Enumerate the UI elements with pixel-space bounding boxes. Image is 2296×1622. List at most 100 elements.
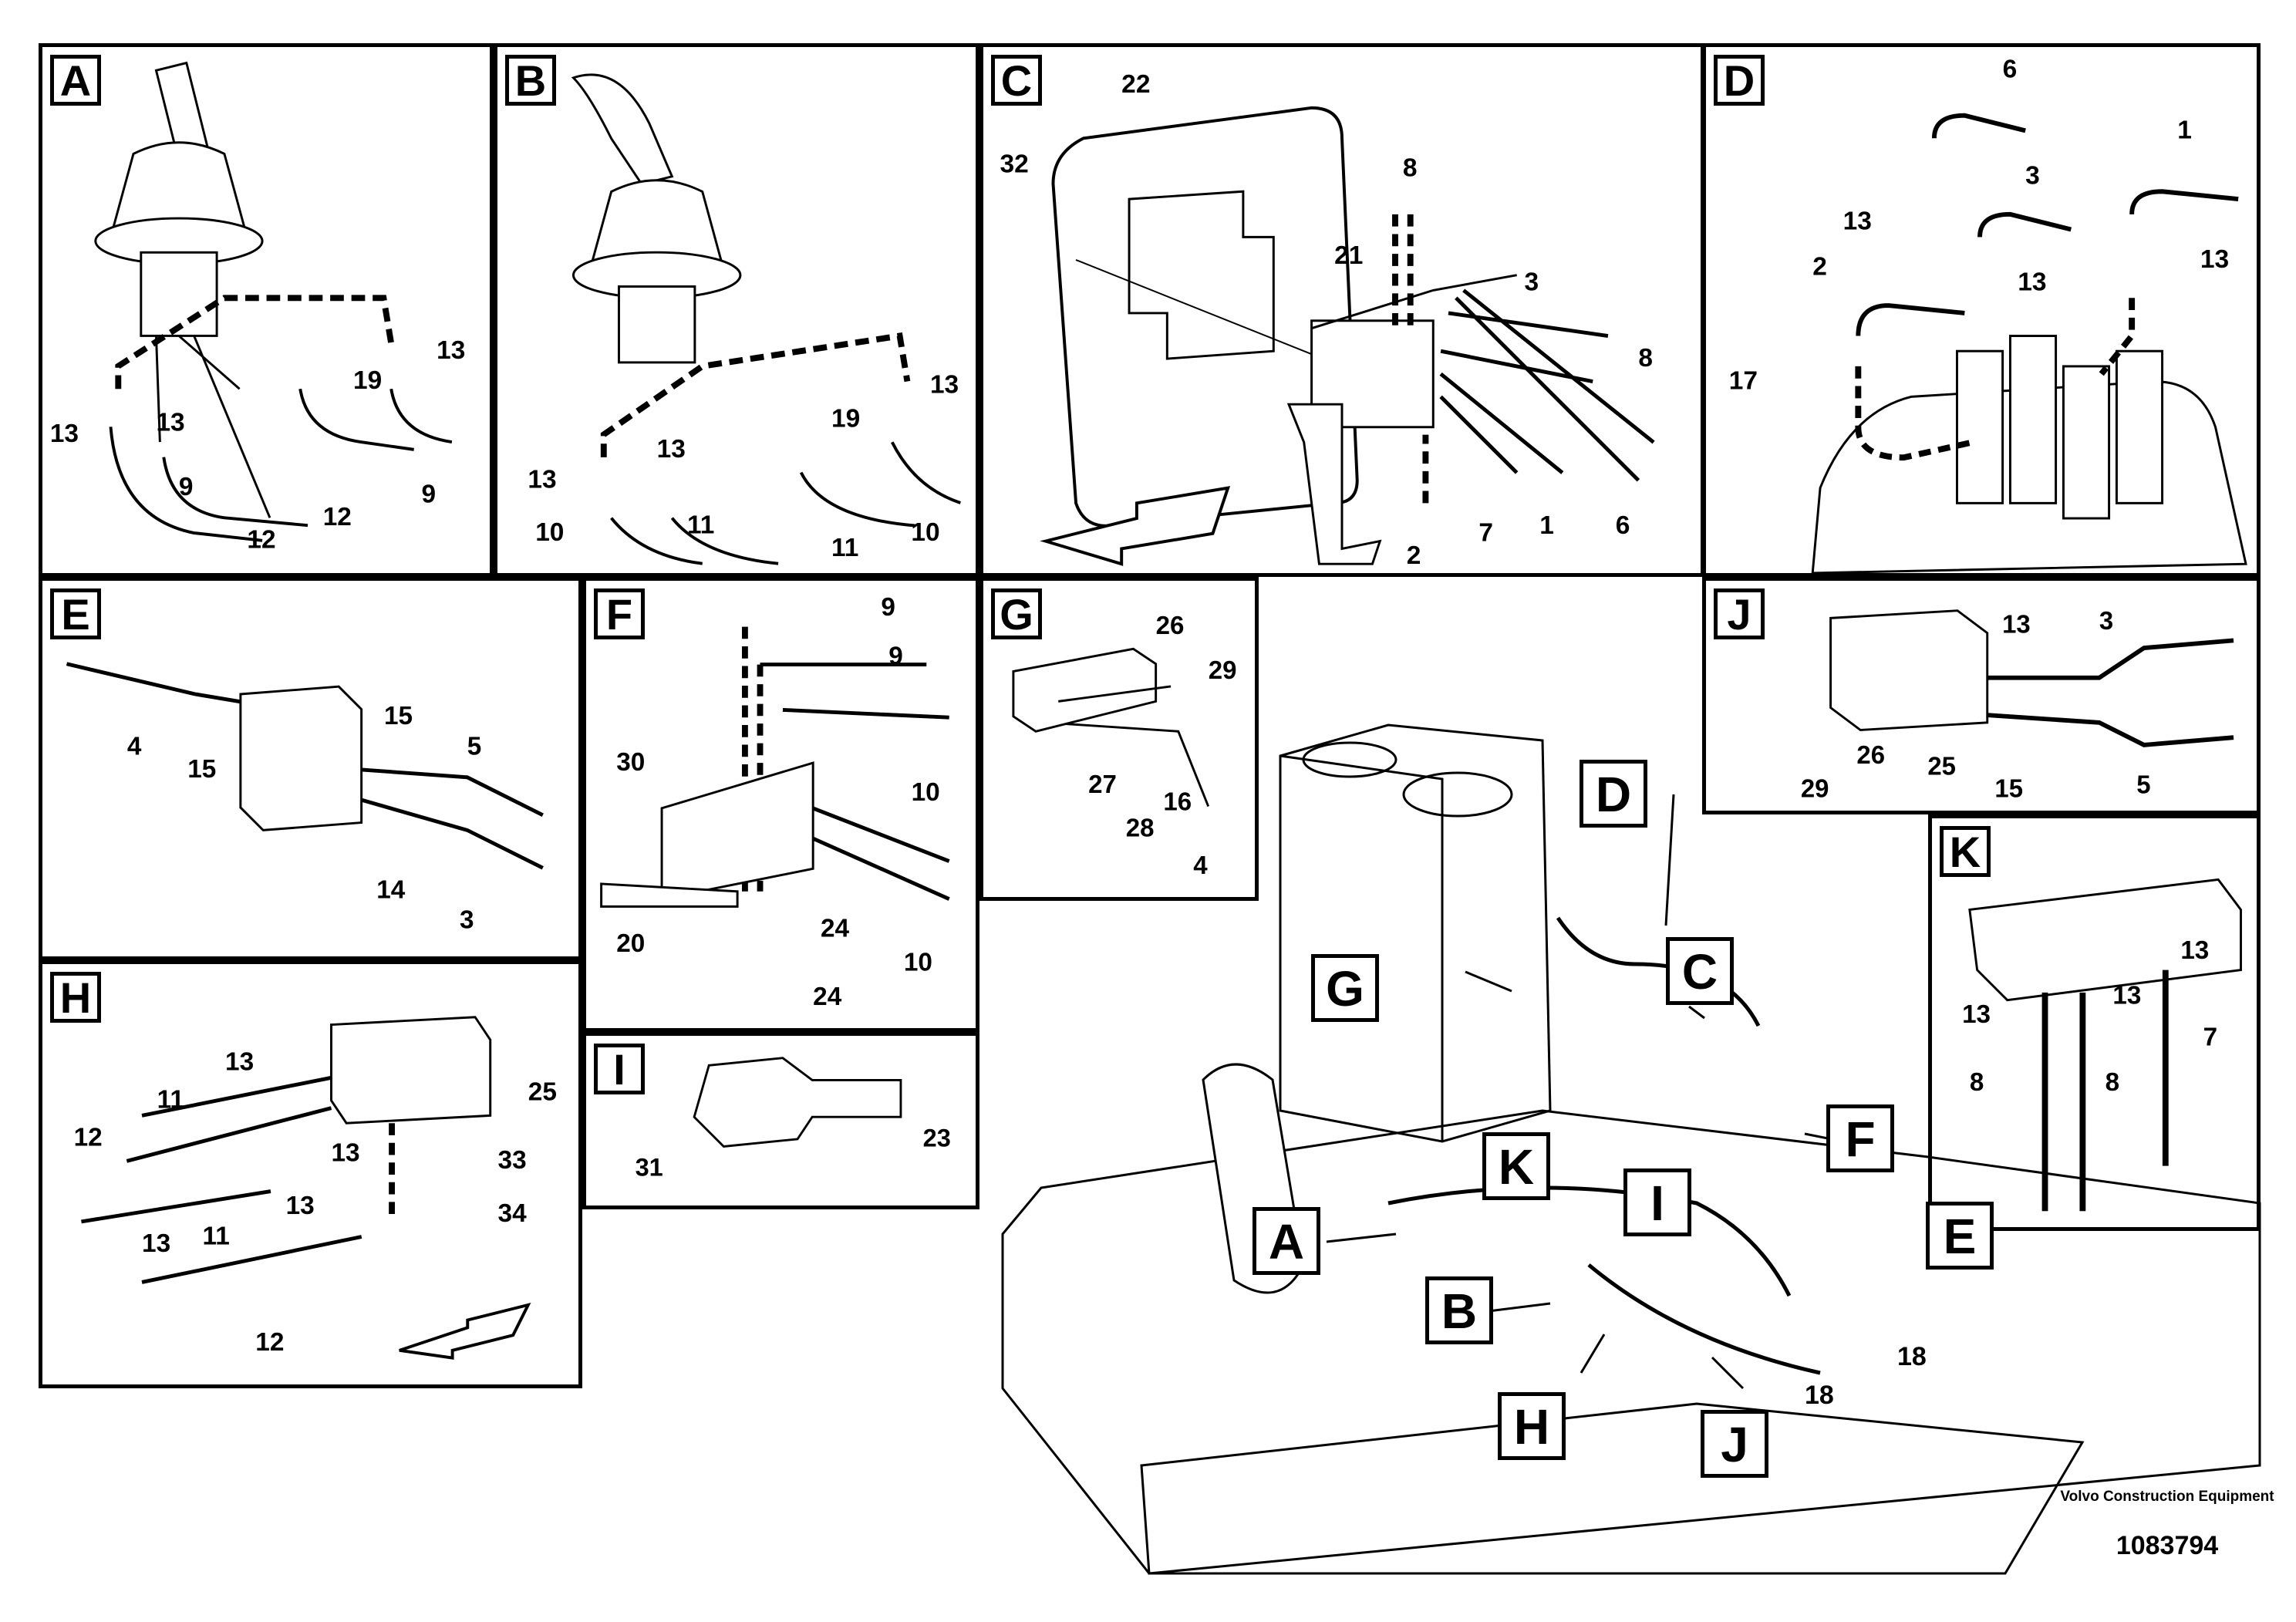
label-g-16: 16 — [1163, 787, 1192, 816]
callout-b: B — [1425, 1276, 1493, 1344]
panel-d-label: D — [1714, 55, 1765, 106]
valve-plate-drawing: 22 32 8 21 3 8 2 7 1 6 — [1000, 70, 1655, 570]
label-k-7: 7 — [2203, 1023, 2217, 1051]
part-number: 1083794 — [2116, 1531, 2219, 1560]
label-c-21: 21 — [1334, 241, 1363, 270]
label-e-14: 14 — [376, 876, 406, 905]
label-a-13-l: 13 — [50, 420, 79, 448]
label-d-13-m: 13 — [2018, 268, 2046, 296]
label-e-15-r: 15 — [384, 702, 413, 730]
callout-g: G — [1311, 954, 1379, 1022]
label-b-11-l: 11 — [687, 511, 714, 539]
label-b-11-r: 11 — [831, 534, 858, 562]
label-h-12: 12 — [255, 1328, 284, 1357]
label-d-6: 6 — [2003, 55, 2018, 83]
label-h-33: 33 — [498, 1146, 527, 1175]
valve-bracket-f-drawing: 9 9 30 10 20 24 24 10 — [600, 593, 950, 1011]
label-j-15: 15 — [1994, 774, 2023, 803]
label-main-18-a: 18 — [1897, 1342, 1927, 1371]
callout-e: E — [1926, 1202, 1994, 1270]
panel-g-label: G — [991, 588, 1042, 639]
label-d-13-r: 13 — [2200, 245, 2229, 274]
callout-f: F — [1826, 1104, 1894, 1172]
callout-i: I — [1623, 1168, 1691, 1236]
label-f-9-top: 9 — [881, 593, 895, 622]
label-h-13-m: 13 — [286, 1192, 315, 1220]
label-c-8-right: 8 — [1638, 344, 1653, 373]
panel-b-label: B — [505, 55, 556, 106]
panel-f-label: F — [594, 588, 645, 639]
label-f-30: 30 — [616, 748, 645, 777]
distribution-block-h-drawing: 13 11 12 13 11 13 13 25 33 34 12 — [42, 964, 557, 1360]
label-g-4: 4 — [1193, 851, 1208, 880]
label-k-13-m: 13 — [2112, 982, 2141, 1010]
panel-h-label: H — [50, 972, 101, 1023]
label-k-13-l: 13 — [1962, 1000, 1991, 1029]
label-g-29: 29 — [1209, 656, 1237, 685]
label-g-27: 27 — [1088, 771, 1117, 799]
label-c-6: 6 — [1616, 511, 1630, 540]
label-b-13-m: 13 — [657, 435, 686, 464]
callout-k: K — [1482, 1132, 1550, 1200]
label-h-12-l: 12 — [74, 1124, 103, 1152]
label-k-13-r: 13 — [2180, 936, 2209, 965]
panel-a: A 13 19 13 13 9 12 12 9 — [39, 43, 494, 577]
label-b-13-r: 13 — [930, 370, 959, 399]
panel-e-label: E — [50, 588, 101, 639]
label-a-12-r: 12 — [323, 503, 352, 531]
label-c-1: 1 — [1539, 511, 1554, 540]
valve-k-drawing: 13 13 13 8 8 7 — [1962, 878, 2242, 1212]
label-j-26: 26 — [1856, 740, 1885, 769]
panel-f: F 9 9 30 10 20 24 24 10 — [582, 577, 979, 1032]
control-valve-drawing: 6 1 3 13 13 13 2 17 — [1729, 55, 2247, 573]
panel-a-label: A — [50, 55, 101, 106]
label-c-8-top: 8 — [1403, 154, 1418, 183]
label-j-29: 29 — [1801, 774, 1829, 803]
panel-k-label: K — [1940, 826, 1991, 877]
label-i-23: 23 — [923, 1124, 951, 1152]
label-h-11-top: 11 — [157, 1086, 184, 1114]
bracket-i-drawing: 23 31 — [636, 1057, 951, 1182]
label-b-19: 19 — [831, 405, 860, 433]
label-b-13-l: 13 — [528, 465, 556, 494]
label-c-2: 2 — [1407, 541, 1421, 570]
distribution-block-e-drawing: 4 15 15 5 14 3 — [66, 662, 544, 935]
label-c-3: 3 — [1525, 268, 1539, 296]
callout-d: D — [1580, 760, 1647, 828]
panel-c-label: C — [991, 55, 1042, 106]
label-b-10-r: 10 — [911, 518, 939, 547]
label-h-25: 25 — [528, 1078, 557, 1107]
label-f-10-top: 10 — [912, 778, 940, 807]
label-h-34: 34 — [498, 1199, 528, 1228]
label-f-9: 9 — [888, 642, 903, 671]
panel-h: H 13 11 12 13 11 13 13 25 33 34 12 — [39, 960, 582, 1388]
panel-i-label: I — [594, 1044, 645, 1094]
arrow-icon — [1040, 486, 1231, 566]
label-e-15-l: 15 — [187, 755, 216, 784]
label-a-13-m: 13 — [156, 408, 184, 437]
label-a-12-l: 12 — [247, 526, 275, 555]
distribution-block-j-drawing: 13 3 29 26 25 15 5 — [1801, 606, 2234, 803]
callout-c: C — [1666, 937, 1734, 1005]
panel-g: G 26 29 27 28 16 4 — [979, 577, 1259, 901]
label-i-31: 31 — [636, 1154, 663, 1182]
label-e-5: 5 — [467, 732, 482, 760]
label-f-10: 10 — [904, 949, 932, 977]
label-d-17: 17 — [1729, 366, 1758, 395]
panel-j: J 13 3 29 26 25 15 5 — [1702, 577, 2261, 814]
panel-j-label: J — [1714, 588, 1765, 639]
label-a-9-l: 9 — [179, 473, 194, 501]
label-j-13: 13 — [2002, 610, 2031, 639]
label-a-13-r: 13 — [437, 336, 465, 365]
panel-b: B 13 19 13 13 10 11 11 10 — [494, 43, 979, 577]
label-k-8-l: 8 — [1970, 1068, 1984, 1097]
label-a-19: 19 — [353, 366, 382, 395]
label-a-9-r: 9 — [422, 481, 437, 509]
panel-e: E 4 15 15 5 14 3 — [39, 577, 582, 960]
label-g-26: 26 — [1156, 612, 1185, 640]
callout-j: J — [1701, 1410, 1768, 1478]
label-c-22: 22 — [1121, 70, 1150, 99]
company-name: Volvo Construction Equipment — [2060, 1489, 2274, 1505]
label-h-13-r: 13 — [332, 1138, 360, 1167]
label-j-5: 5 — [2136, 771, 2150, 799]
